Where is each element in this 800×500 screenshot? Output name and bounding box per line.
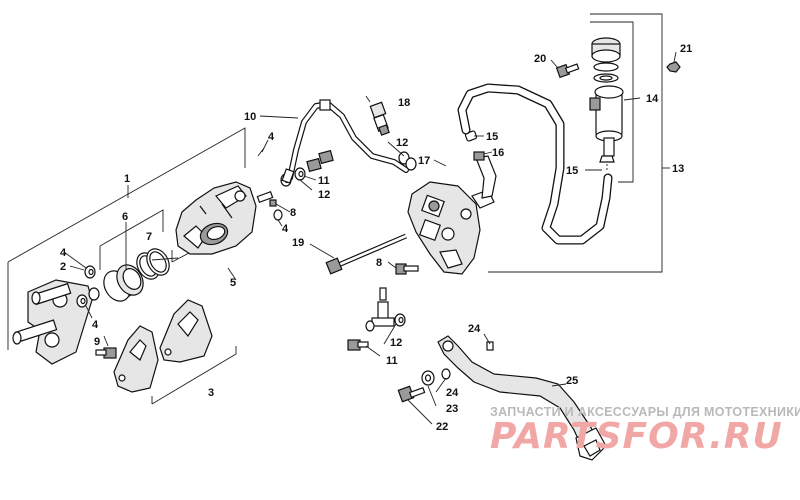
caliper-body bbox=[175, 181, 257, 255]
bracket-13 bbox=[488, 13, 663, 273]
bracket-1 bbox=[7, 127, 246, 263]
callout-1: 1 bbox=[124, 173, 130, 185]
reservoir-hose-15 bbox=[457, 83, 613, 245]
callout-25: 25 bbox=[566, 375, 578, 387]
leader-lines bbox=[63, 51, 677, 425]
callout-4-b: 4 bbox=[92, 319, 99, 331]
callout-24-b: 24 bbox=[468, 323, 481, 335]
callout-4-a: 4 bbox=[60, 247, 67, 259]
hose-end-fitting-left bbox=[281, 168, 295, 184]
washers-12-mc-top bbox=[398, 151, 417, 171]
callout-12-b: 12 bbox=[396, 137, 408, 149]
callout-16: 16 bbox=[492, 147, 504, 159]
bolt-9 bbox=[95, 347, 117, 359]
watermark-caption: ЗАПЧАСТИ И АКСЕССУАРЫ ДЛЯ МОТОТЕХНИКИ bbox=[490, 405, 800, 419]
callout-2: 2 bbox=[60, 261, 66, 273]
callout-19: 19 bbox=[292, 237, 304, 249]
callout-22: 22 bbox=[436, 421, 448, 433]
callout-24-a: 24 bbox=[446, 387, 459, 399]
brake-pads bbox=[113, 299, 213, 393]
master-cylinder bbox=[407, 181, 495, 275]
brake-light-switch bbox=[365, 95, 390, 136]
washer-4-caliper bbox=[273, 209, 283, 221]
callout-20: 20 bbox=[534, 53, 546, 65]
watermark-logo: PARTSFOR.RU bbox=[490, 416, 783, 457]
callout-21: 21 bbox=[680, 43, 692, 55]
callout-9: 9 bbox=[94, 336, 100, 348]
reservoir-cap bbox=[591, 37, 621, 83]
bracket-14 bbox=[590, 21, 634, 183]
nut-21 bbox=[666, 61, 681, 73]
elbow-fitting bbox=[473, 151, 497, 199]
watermark: ЗАПЧАСТИ И АКСЕССУАРЫ ДЛЯ МОТОТЕХНИКИ PA… bbox=[490, 405, 800, 457]
banjo-bolt-11-lower bbox=[347, 339, 369, 351]
lower-banjo-fitting bbox=[365, 287, 406, 332]
callout-17: 17 bbox=[418, 155, 430, 167]
bracket-3 bbox=[151, 346, 237, 405]
bracket-6 bbox=[99, 209, 164, 247]
reservoir-clamp bbox=[599, 155, 615, 172]
piston-seals bbox=[136, 248, 170, 280]
bolt-8-right bbox=[395, 263, 419, 275]
callout-4-d: 4 bbox=[282, 223, 289, 235]
banjo-bolts-11-upper bbox=[306, 149, 334, 173]
callout-11-a: 11 bbox=[318, 175, 330, 187]
callout-11-b: 11 bbox=[386, 355, 398, 367]
callout-23: 23 bbox=[446, 403, 458, 415]
callout-13: 13 bbox=[672, 163, 684, 175]
callout-3: 3 bbox=[208, 387, 214, 399]
callout-12-a: 12 bbox=[318, 189, 330, 201]
bleeder-screw-8-left bbox=[256, 191, 277, 207]
pedal-parts-22-23-24 bbox=[397, 341, 494, 403]
screw-20 bbox=[555, 63, 580, 79]
brake-pedal bbox=[437, 335, 607, 461]
callout-15-b: 15 bbox=[566, 165, 578, 177]
caliper-mount-bracket bbox=[12, 279, 93, 365]
callout-labels: 1 2 3 4 4 4 4 5 6 7 8 8 9 10 11 11 12 12… bbox=[60, 43, 692, 433]
washers-4-left bbox=[76, 265, 100, 308]
callout-15-a: 15 bbox=[486, 131, 498, 143]
callout-8-a: 8 bbox=[290, 207, 296, 219]
pivot-bolt-19 bbox=[325, 233, 407, 275]
callout-8-b: 8 bbox=[376, 257, 382, 269]
callout-7: 7 bbox=[146, 231, 152, 243]
callout-14: 14 bbox=[646, 93, 659, 105]
fluid-reservoir bbox=[589, 85, 624, 157]
callout-10: 10 bbox=[244, 111, 256, 123]
callout-18: 18 bbox=[398, 97, 410, 109]
caliper-piston bbox=[103, 264, 144, 302]
callout-6: 6 bbox=[122, 211, 128, 223]
callout-4-c: 4 bbox=[268, 131, 275, 143]
brake-hose-10 bbox=[287, 99, 409, 181]
callout-12-c: 12 bbox=[390, 337, 402, 349]
callout-5: 5 bbox=[230, 277, 236, 289]
